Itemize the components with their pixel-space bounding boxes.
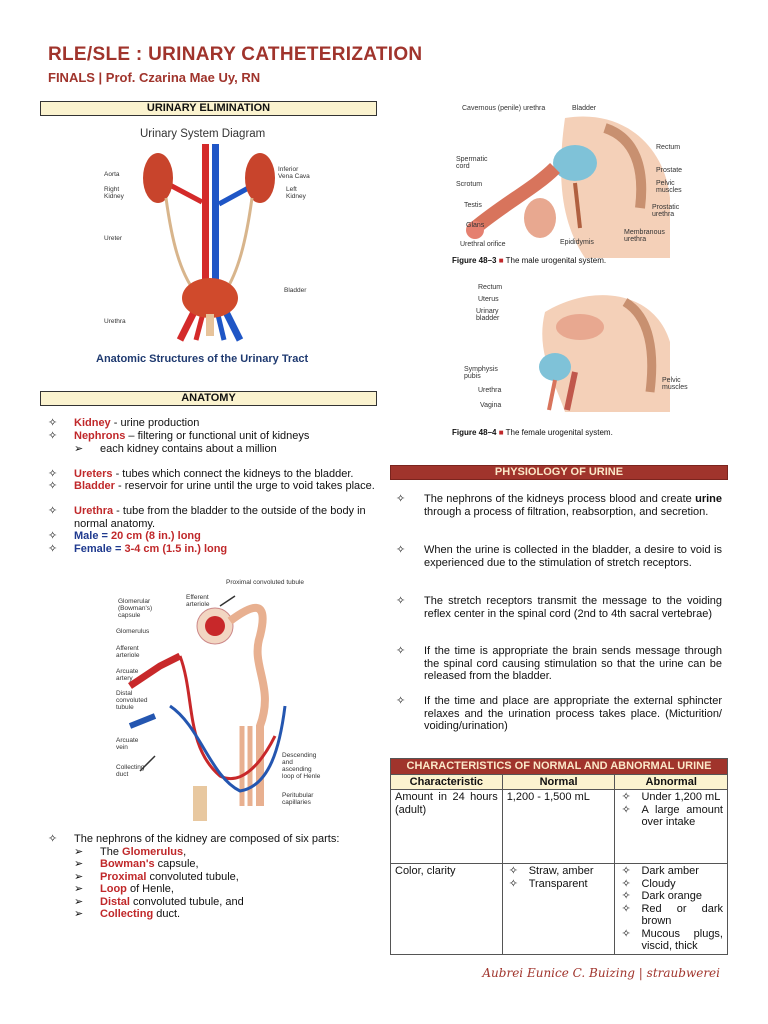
male-label-cavernous: Cavernous (penile) urethra xyxy=(462,105,546,112)
table-row: Color, clarity ✧Straw, amber ✧Transparen… xyxy=(390,863,728,955)
section-physiology: PHYSIOLOGY OF URINE xyxy=(390,465,728,480)
male-label-epididymis: Epididymis xyxy=(560,239,594,246)
label-arcuate-vein: Arcuate vein xyxy=(116,737,139,751)
bullet-icon: ✧ xyxy=(48,430,58,442)
label-left-kidney: Left Kidney xyxy=(286,186,306,200)
arrow-icon: ➢ xyxy=(74,896,84,908)
table-caption: CHARACTERISTICS OF NORMAL AND ABNORMAL U… xyxy=(390,758,728,775)
characteristics-table: CHARACTERISTICS OF NORMAL AND ABNORMAL U… xyxy=(390,758,728,955)
table-cell: ✧Straw, amber ✧Transparent xyxy=(501,863,616,955)
urinary-diagram-caption: Anatomic Structures of the Urinary Tract xyxy=(96,353,309,365)
table-header: Characteristic xyxy=(390,773,503,790)
female-label-bladder: Urinary bladder xyxy=(476,308,500,322)
male-urogenital-illustration xyxy=(466,116,670,258)
bullet-icon: ✧ xyxy=(396,595,406,607)
arrow-icon: ➢ xyxy=(74,908,84,920)
bullet-icon: ✧ xyxy=(48,505,58,517)
male-label-scrotum: Scrotum xyxy=(456,181,483,188)
bullet-icon: ✧ xyxy=(48,833,58,845)
male-label-membranous: Membranous urethra xyxy=(624,229,665,243)
female-label-pelvic: Pelvic muscles xyxy=(662,377,688,391)
table-header: Abnormal xyxy=(614,773,728,790)
section-urinary-elimination: URINARY ELIMINATION xyxy=(40,101,377,116)
label-right-kidney: Right Kidney xyxy=(104,186,124,200)
label-ureter: Ureter xyxy=(104,235,123,242)
male-label-testis: Testis xyxy=(464,202,482,209)
female-label-symphysis: Symphysis pubis xyxy=(464,366,498,380)
male-label-spermatic: Spermatic cord xyxy=(456,156,488,170)
male-figure-caption: Figure 48–3 ■ The male urogenital system… xyxy=(452,256,607,265)
label-aorta: Aorta xyxy=(104,171,120,178)
label-bladder: Bladder xyxy=(284,287,307,294)
label-efferent: Efferent arteriole xyxy=(186,594,210,608)
table-cell: 1,200 - 1,500 mL xyxy=(501,789,616,864)
female-label-vagina: Vagina xyxy=(480,402,502,409)
female-urogenital-illustration xyxy=(539,295,670,412)
label-urethra: Urethra xyxy=(104,318,126,325)
table-header: Normal xyxy=(501,773,616,790)
label-afferent: Afferent arteriole xyxy=(116,645,140,659)
female-figure-caption: Figure 48–4 ■ The female urogenital syst… xyxy=(452,428,613,437)
page-title: RLE/SLE : URINARY CATHETERIZATION xyxy=(48,44,423,65)
label-dct: Distal convoluted tubule xyxy=(116,690,148,711)
male-label-pelvic: Pelvic muscles xyxy=(656,180,682,194)
label-glomerulus: Glomerulus xyxy=(116,628,150,635)
bullet-icon: ✧ xyxy=(48,468,58,480)
female-label-rectum: Rectum xyxy=(478,284,503,291)
male-label-bladder: Bladder xyxy=(572,105,597,112)
label-loop: Descending and ascending loop of Henle xyxy=(282,752,321,780)
label-capsule: Glomerular (Bowman's) capsule xyxy=(118,598,153,619)
table-cell: Amount in 24 hours (adult) xyxy=(390,789,503,864)
bullet-icon: ✧ xyxy=(48,543,58,555)
male-label-glans: Glans xyxy=(466,222,485,229)
table-row: Amount in 24 hours (adult) 1,200 - 1,500… xyxy=(390,789,728,864)
table-cell: ✧Under 1,200 mL ✧A large amount over int… xyxy=(614,789,728,864)
bullet-icon: ✧ xyxy=(396,493,406,505)
bullet-icon: ✧ xyxy=(48,530,58,542)
arrow-icon: ➢ xyxy=(74,846,84,858)
arrow-icon: ➢ xyxy=(74,443,84,455)
male-label-orifice: Urethral orifice xyxy=(460,241,506,248)
bullet-icon: ✧ xyxy=(396,695,406,707)
label-peritubular: Peritubular capillaries xyxy=(282,792,314,806)
bullet-icon: ✧ xyxy=(48,480,58,492)
male-label-rectum: Rectum xyxy=(656,144,681,151)
label-arcuate-artery: Arcuate artery xyxy=(116,668,139,682)
author-signature: Aubrei Eunice C. Buizing | straubwerei xyxy=(482,966,720,980)
section-anatomy: ANATOMY xyxy=(40,391,377,406)
page-subtitle: FINALS | Prof. Czarina Mae Uy, RN xyxy=(48,70,261,85)
bullet-icon: ✧ xyxy=(396,544,406,556)
table-cell: ✧Dark amber ✧Cloudy ✧Dark orange ✧Red or… xyxy=(614,863,728,955)
male-label-prostatic: Prostatic urethra xyxy=(652,204,680,218)
nephron-illustration xyxy=(128,595,287,821)
arrow-icon: ➢ xyxy=(74,871,84,883)
urinary-system-illustration xyxy=(143,144,275,342)
female-label-urethra: Urethra xyxy=(478,387,502,394)
urinary-diagram-title: Urinary System Diagram xyxy=(140,128,266,140)
bullet-icon: ✧ xyxy=(396,645,406,657)
table-cell: Color, clarity xyxy=(390,863,503,955)
arrow-icon: ➢ xyxy=(74,883,84,895)
label-collecting: Collecting duct xyxy=(116,764,145,778)
male-label-prostate: Prostate xyxy=(656,167,683,174)
label-pct: Proximal convoluted tubule xyxy=(226,579,305,586)
bullet-icon: ✧ xyxy=(48,417,58,429)
arrow-icon: ➢ xyxy=(74,858,84,870)
label-ivc: Inferior Vena Cava xyxy=(278,166,310,180)
female-label-uterus: Uterus xyxy=(478,296,499,303)
